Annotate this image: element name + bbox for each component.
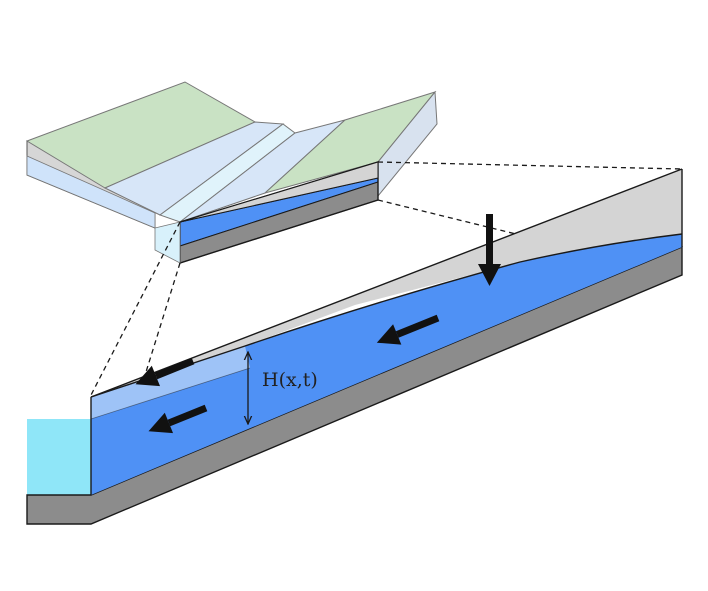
surface-runoff-arrow-icon [135, 357, 195, 387]
projection-line-top-right [377, 161, 683, 170]
section-unsaturated [179, 161, 379, 223]
projection-line-bottom-right [377, 199, 521, 236]
catchment-block [25, 81, 438, 264]
surface-runoff-film [91, 346, 250, 419]
projection-lines [89, 161, 683, 398]
outlet-flow-arrow-icon [148, 404, 208, 434]
projection-line-top-left [89, 221, 181, 398]
hillslope-section [26, 168, 683, 525]
saturated-water [91, 234, 682, 495]
recharge-arrow-icon [478, 214, 501, 286]
height-label: H(x,t) [262, 369, 318, 391]
flow-arrows [135, 214, 501, 434]
subsurface-flow-arrow-icon [376, 314, 440, 345]
block-left-lower [154, 221, 181, 264]
outlet-reservoir [27, 419, 91, 495]
projection-line-bottom-left [145, 262, 181, 373]
height-dimension: H(x,t) [248, 352, 318, 424]
film-boundary-line [90, 367, 251, 420]
